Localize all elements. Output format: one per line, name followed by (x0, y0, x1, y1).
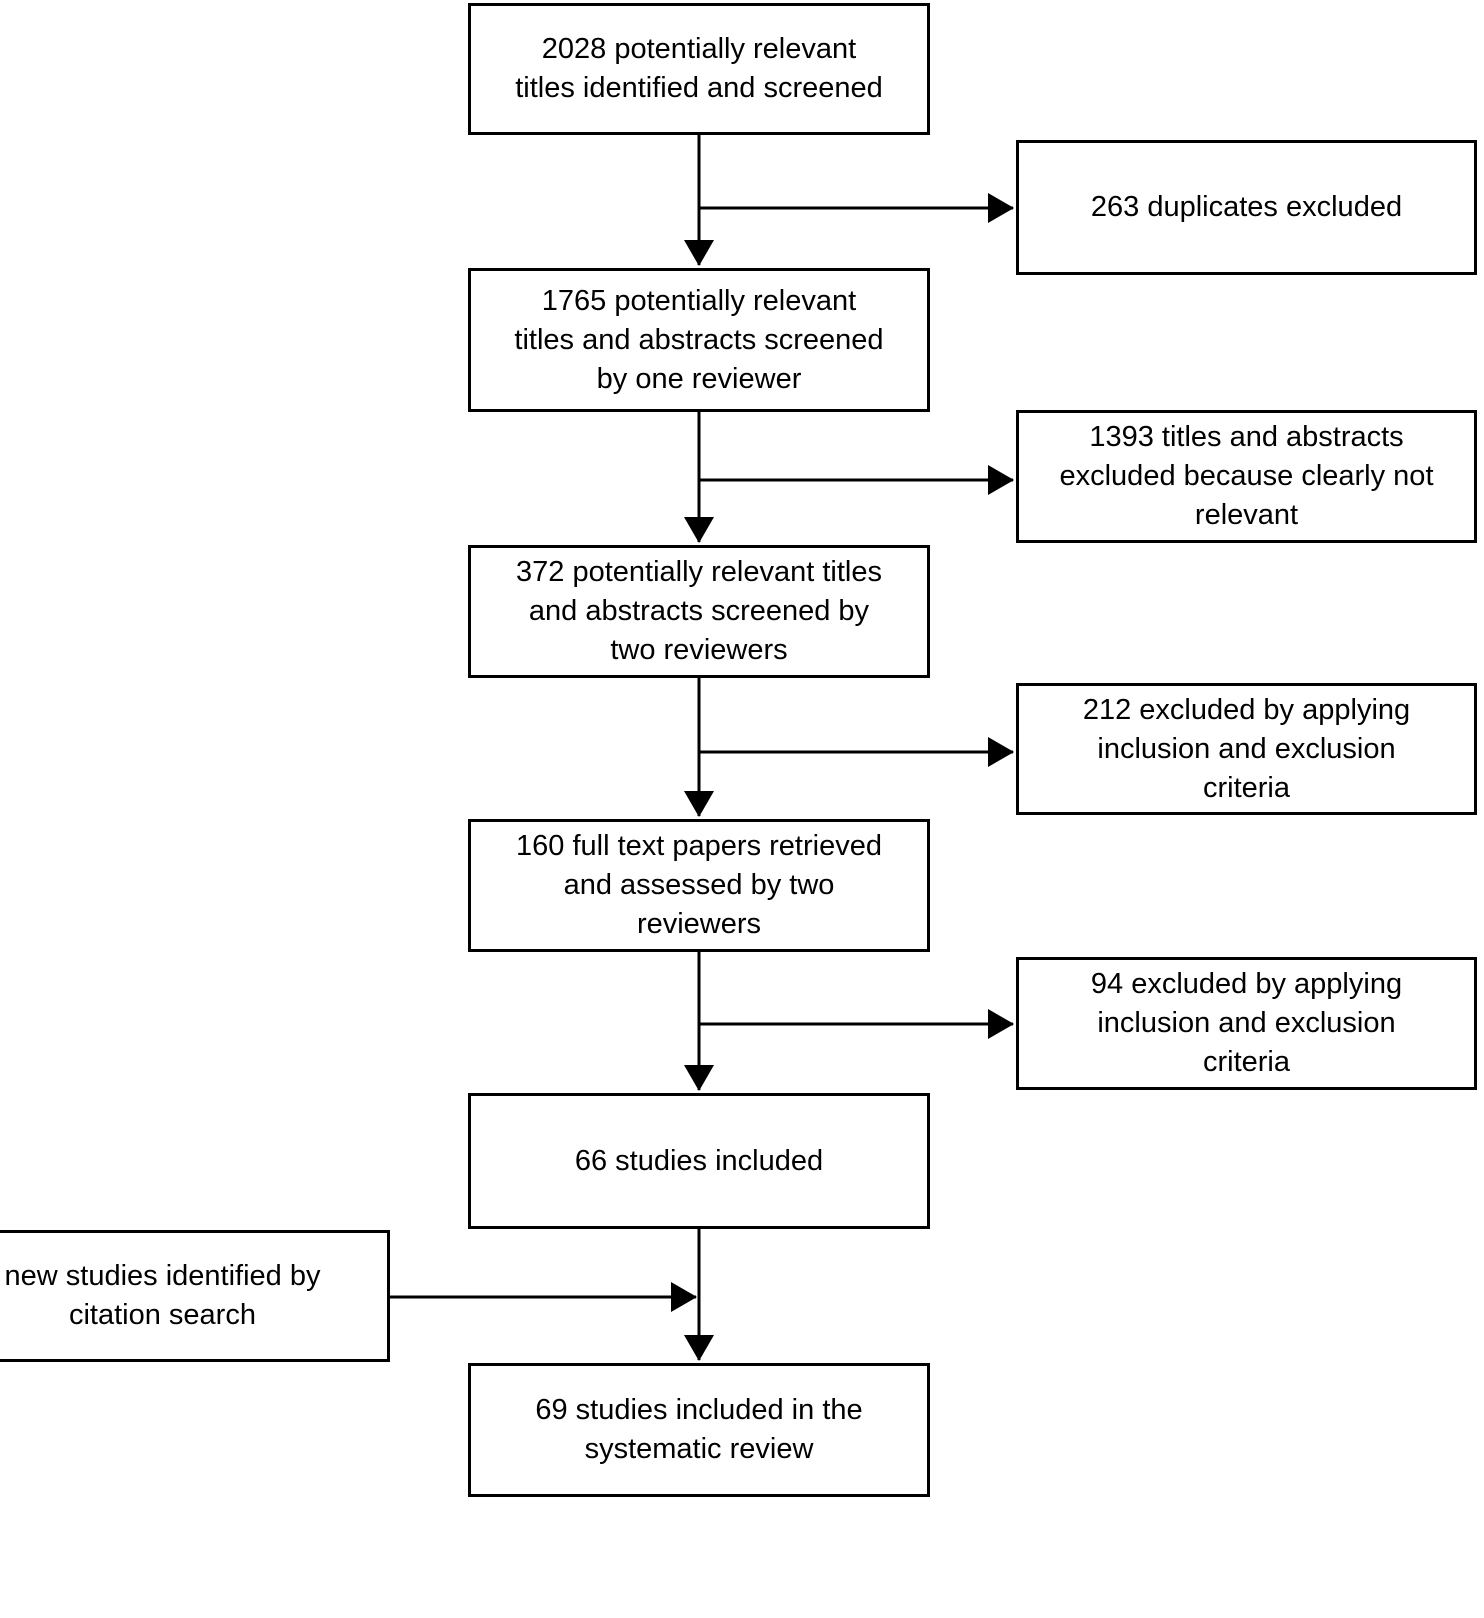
node-screened-one-reviewer-text: 1765 potentially relevant titles and abs… (514, 284, 884, 395)
node-duplicates-excluded-text: 263 duplicates excluded (1090, 191, 1403, 223)
node-excluded-criteria-full-text: 94 excluded by applying inclusion and ex… (1016, 957, 1477, 1090)
node-excluded-criteria-full-text-text: 94 excluded by applying inclusion and ex… (1090, 968, 1403, 1078)
node-not-relevant-excluded: 1393 titles and abstracts excluded becau… (1016, 410, 1477, 543)
node-screened-two-reviewers: 372 potentially relevant titles and abst… (468, 545, 930, 678)
node-titles-identified: 2028 potentially relevant titles identif… (468, 3, 930, 135)
node-excluded-criteria-screening: 212 excluded by applying inclusion and e… (1016, 683, 1477, 815)
node-citation-search-text: new studies identified by citation searc… (4, 1260, 321, 1331)
node-full-text-assessed-text: 160 full text papers retrieved and asses… (516, 830, 882, 940)
node-full-text-assessed: 160 full text papers retrieved and asses… (468, 819, 930, 952)
node-studies-included-text: 66 studies included (574, 1144, 824, 1177)
node-screened-two-reviewers-text: 372 potentially relevant titles and abst… (516, 556, 882, 666)
node-excluded-criteria-screening-text: 212 excluded by applying inclusion and e… (1082, 693, 1411, 804)
node-not-relevant-excluded-text: 1393 titles and abstracts excluded becau… (1059, 421, 1434, 531)
node-final-included: 69 studies included in the systematic re… (468, 1363, 930, 1497)
node-final-included-text: 69 studies included in the systematic re… (535, 1394, 863, 1465)
node-titles-identified-text: 2028 potentially relevant titles identif… (515, 33, 883, 104)
node-duplicates-excluded: 263 duplicates excluded (1016, 140, 1477, 275)
node-screened-one-reviewer: 1765 potentially relevant titles and abs… (468, 268, 930, 412)
node-studies-included: 66 studies included (468, 1093, 930, 1229)
node-citation-search: new studies identified by citation searc… (0, 1230, 390, 1362)
